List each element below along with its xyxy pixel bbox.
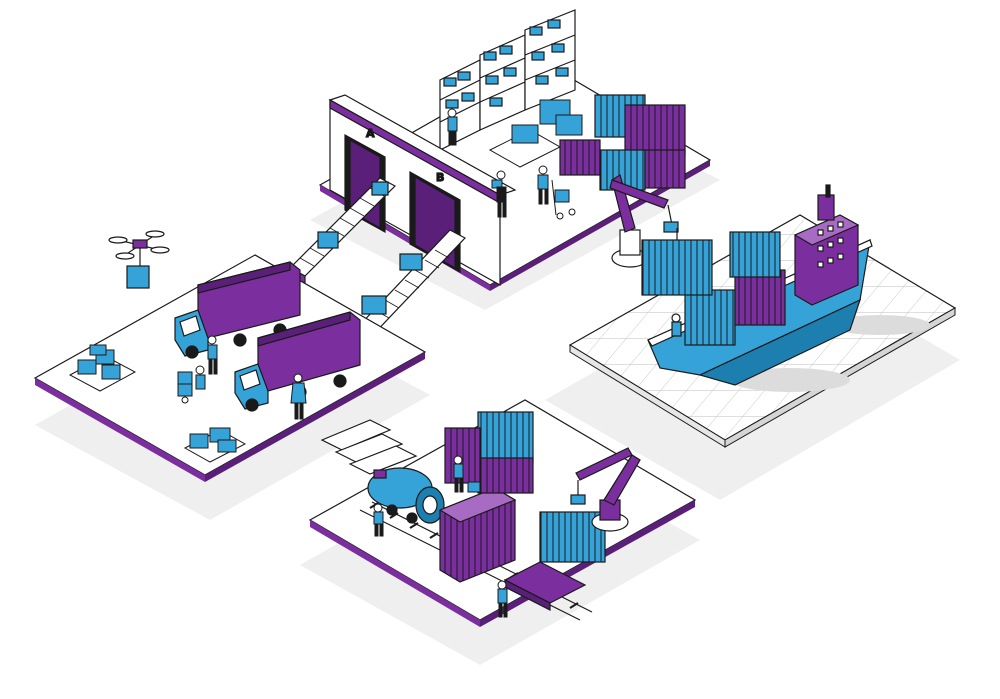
- worker-with-tablet: [290, 373, 307, 420]
- container-lift: [641, 228, 713, 296]
- platform-steps: [320, 419, 418, 475]
- worker-figure: [491, 170, 507, 218]
- worker-with-hand-truck: [177, 365, 206, 404]
- box-pallet: [68, 344, 137, 392]
- box-pallet: [183, 427, 247, 463]
- truck-platform: [33, 254, 427, 482]
- worker-figure: [207, 335, 218, 375]
- storage-shelves: [439, 9, 576, 151]
- robotic-arm: [570, 447, 641, 532]
- rail-workers: [373, 455, 508, 618]
- port-platform: [568, 184, 957, 448]
- gate-b-label: B: [436, 171, 444, 184]
- rail-platform: [308, 399, 697, 627]
- delivery-drone: [108, 230, 170, 289]
- conveyors: [289, 177, 466, 347]
- gate-a-label: A: [366, 127, 375, 140]
- cargo-ship: [647, 184, 873, 386]
- pallet-boxes: [488, 99, 583, 168]
- delivery-truck: [174, 261, 301, 359]
- worker-figure: [453, 455, 481, 493]
- worker-with-hand-truck: [537, 165, 576, 220]
- worker-figure: [447, 108, 458, 146]
- shelf-unit: [524, 9, 576, 111]
- warehouse-containers: [559, 94, 686, 191]
- robotic-arm: [609, 174, 679, 268]
- worker-figure: [497, 580, 508, 618]
- rail-containers: [444, 411, 606, 563]
- flat-wagon: [503, 561, 587, 611]
- locomotive: [367, 467, 445, 524]
- dock-workers: [177, 335, 307, 420]
- warehouse-workers: [447, 108, 576, 220]
- worker-figure: [373, 503, 384, 537]
- warehouse-floor-edge-right: [490, 160, 710, 291]
